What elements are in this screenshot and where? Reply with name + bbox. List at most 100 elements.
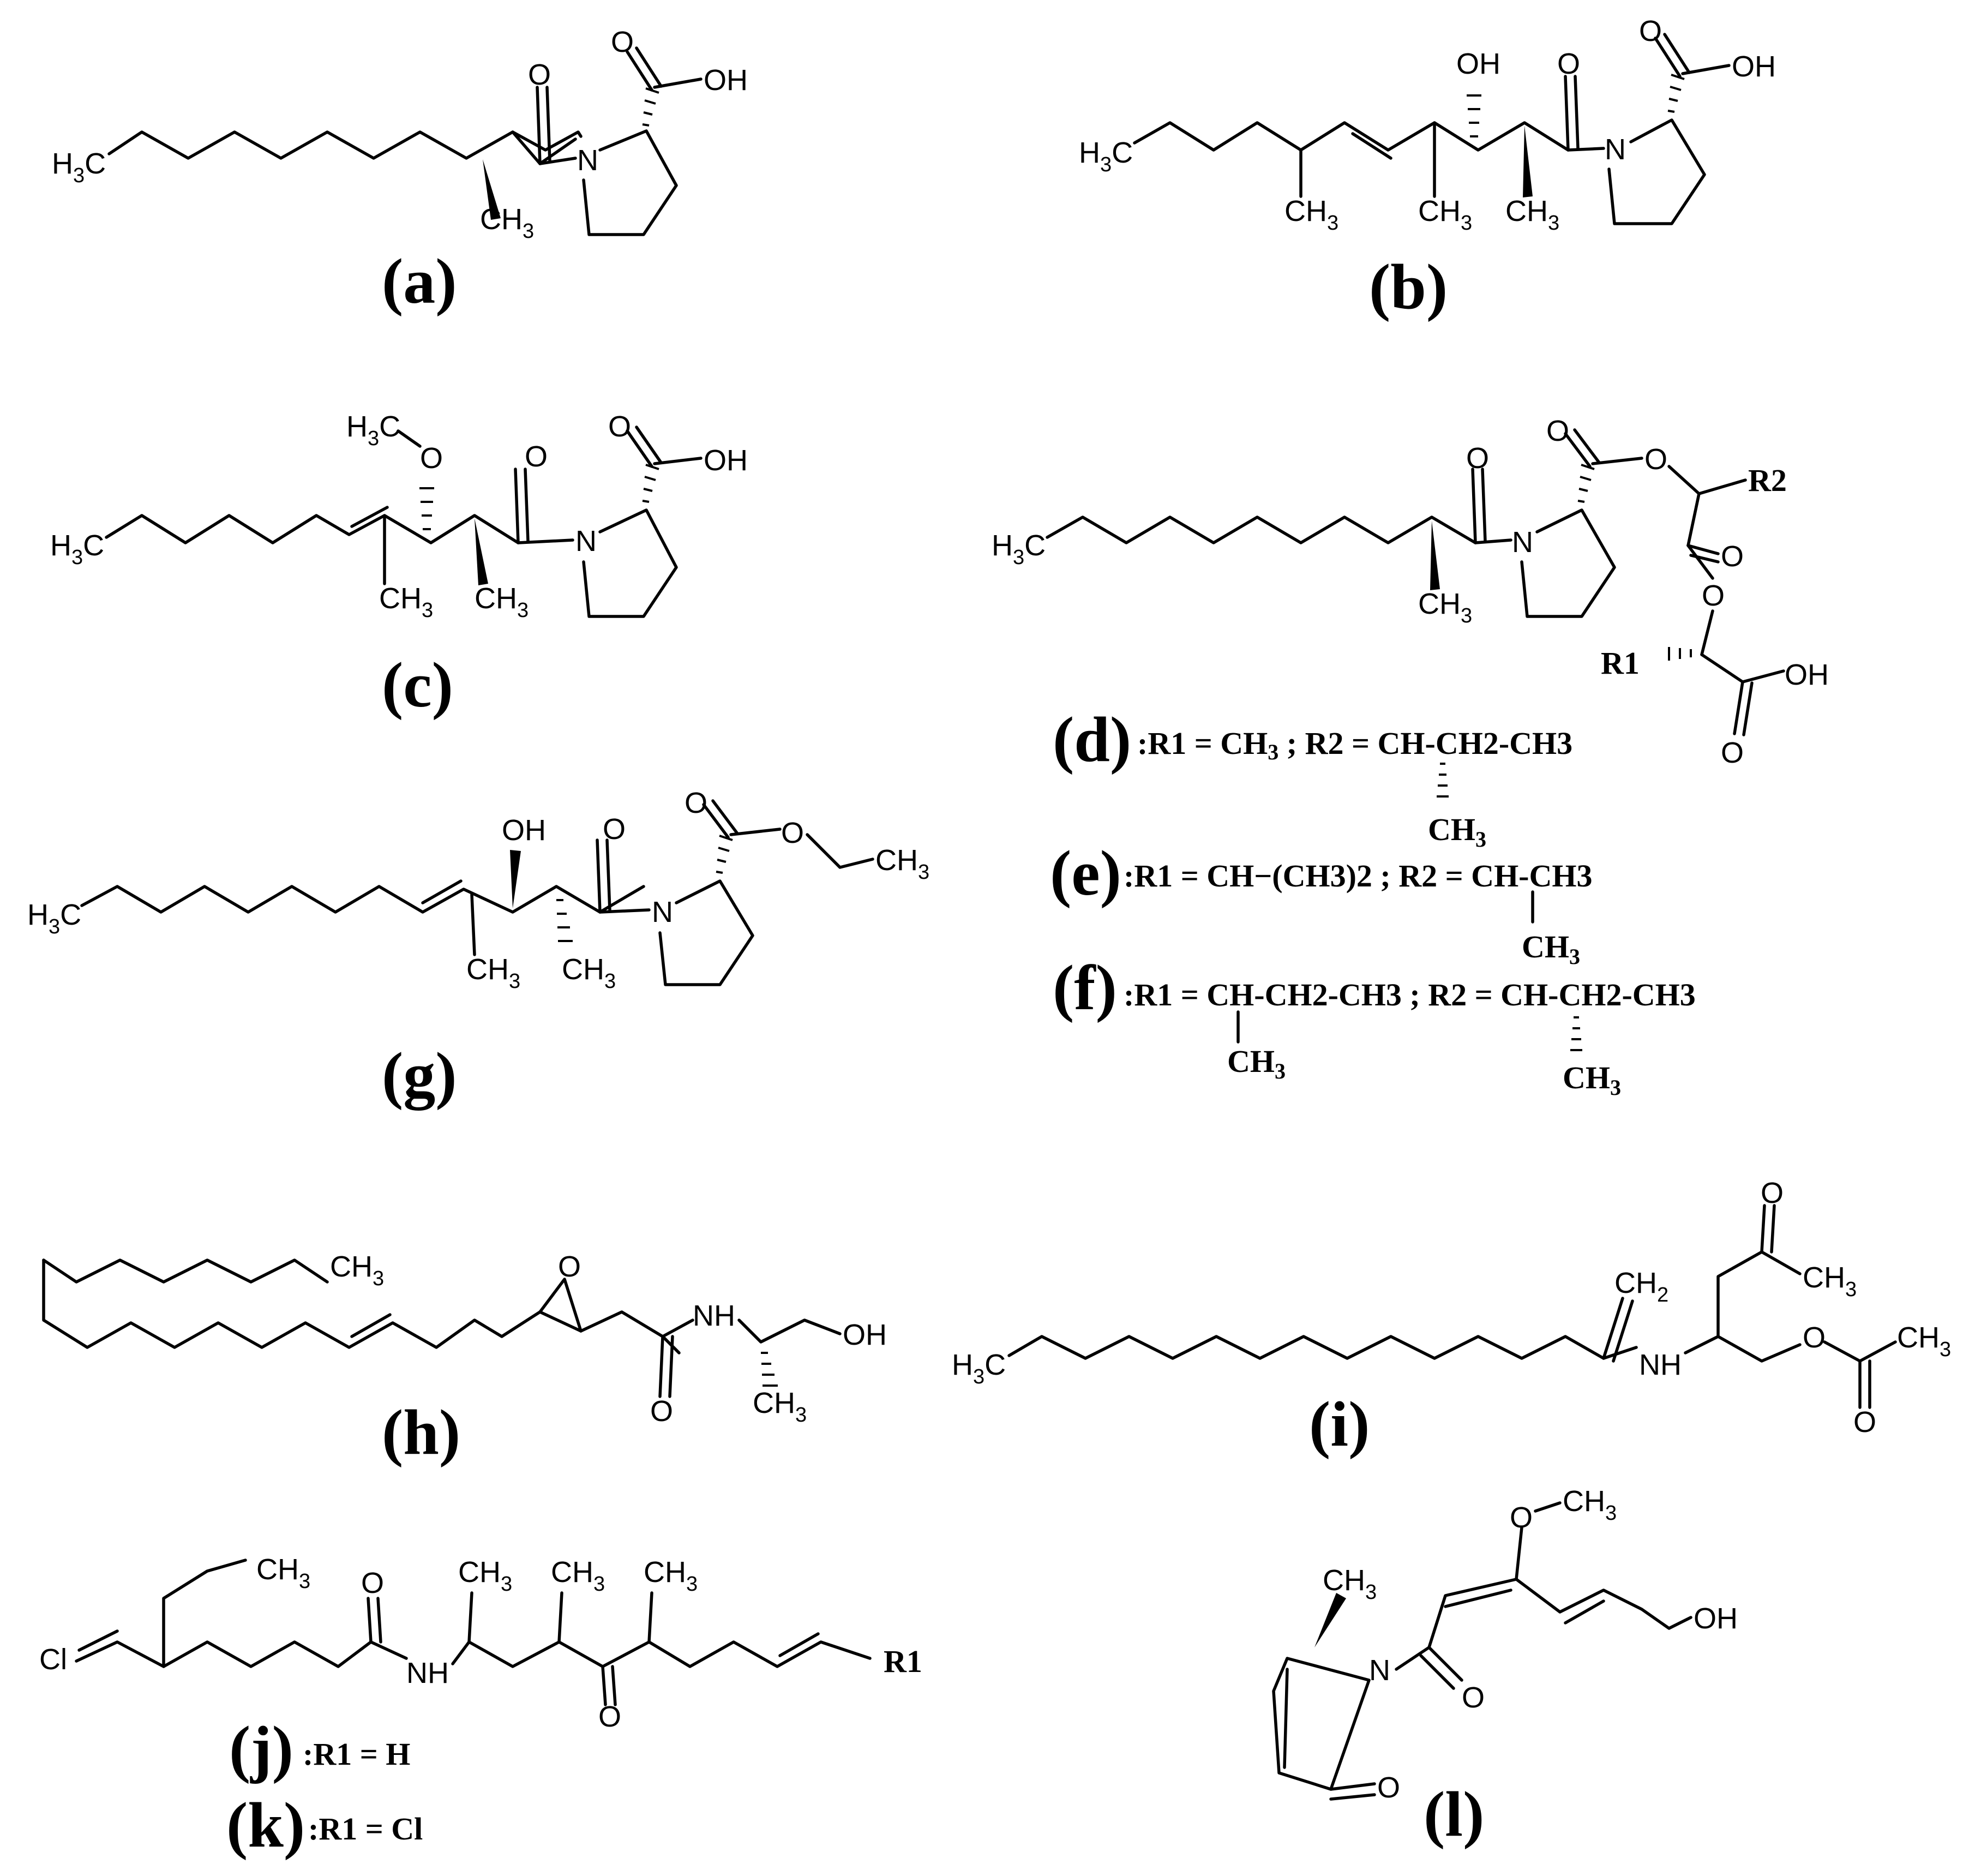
bond <box>806 833 874 869</box>
atom-label: O <box>528 58 551 91</box>
atom-label: CH3 <box>1897 1321 1951 1361</box>
atom-label: O <box>361 1567 384 1599</box>
atom-label: O <box>611 26 634 58</box>
atom-label: O <box>1557 47 1580 80</box>
atom-label: CH3 <box>875 844 929 884</box>
bond <box>635 46 663 88</box>
bond <box>729 828 782 836</box>
substituent-methyl: CH3 <box>1522 929 1580 969</box>
bond <box>369 1640 408 1660</box>
bond <box>1654 37 1682 78</box>
bond <box>545 86 551 163</box>
bond-hash <box>556 899 573 942</box>
atom-label: O <box>1721 736 1744 769</box>
bond <box>75 1640 373 1668</box>
ring-bond <box>1520 508 1616 618</box>
substituent-def: :R1 = CH3 ; R2 = CH-CH2-CH3 <box>1137 726 1572 764</box>
atom-label: H3C <box>346 410 400 450</box>
bond <box>611 1665 617 1706</box>
bond <box>1481 467 1487 543</box>
bond-double <box>421 879 463 904</box>
substituent-def: :R1 = CH−(CH3)2 ; R2 = CH-CH3 <box>1124 858 1593 894</box>
atom-label: Cl <box>39 1643 67 1676</box>
structure-jk: Cl CH3 O NH CH3 CH3 O CH3 R1 (j) :R1 = H… <box>39 1553 922 1861</box>
substituent-methyl: CH3 <box>1563 1060 1621 1100</box>
atom-label: O <box>1644 443 1667 476</box>
atom-label: CH3 <box>1563 1485 1617 1525</box>
bond <box>626 50 653 92</box>
bond <box>1663 33 1691 74</box>
atom-label: OH <box>704 64 748 97</box>
atom-label: H3C <box>952 1348 1006 1388</box>
atom-label: O <box>608 410 631 443</box>
r2-label: R2 <box>1748 463 1787 498</box>
atom-label: N <box>575 525 597 558</box>
atom-label: CH3 <box>330 1250 384 1290</box>
ring-bond <box>1607 118 1706 225</box>
atom-label: OH <box>1694 1602 1738 1635</box>
bond-hash <box>1667 74 1685 113</box>
atom-label: O <box>603 813 626 846</box>
bond <box>1573 428 1601 464</box>
atom-label: O <box>1853 1406 1876 1439</box>
bond <box>1427 1578 1518 1649</box>
bond <box>1770 1204 1776 1254</box>
bond <box>524 467 530 543</box>
atom-label: O <box>525 440 548 473</box>
bond-double <box>1351 132 1392 160</box>
structure-label: (e) <box>1050 837 1121 909</box>
ring-bond <box>1272 1657 1371 1791</box>
bond <box>596 838 602 914</box>
bond-hash <box>642 464 659 503</box>
atom-label: NH <box>693 1299 735 1332</box>
atom-label: O <box>598 1700 621 1733</box>
atom-label: CH3 <box>1505 195 1559 235</box>
bond <box>598 908 651 914</box>
structure-f: (f) :R1 = CH-CH2-CH3 ; R2 = CH-CH2-CH3 C… <box>1053 952 1696 1100</box>
bond <box>470 893 476 956</box>
bond <box>1566 147 1605 152</box>
bond <box>376 1597 382 1644</box>
structure-i: H3C CH2 NH O CH3 O O CH3 (i) <box>952 1177 1951 1460</box>
bond-double <box>1564 1599 1605 1625</box>
structure-a: H3C O CH3 N O OH (a) <box>52 26 748 317</box>
bond <box>1471 467 1477 544</box>
bond <box>162 1559 247 1668</box>
substituent-def: :R1 = H <box>303 1736 410 1772</box>
structure-label: (d) <box>1053 704 1131 775</box>
bond <box>1667 465 1747 495</box>
structure-label: (j) <box>229 1713 293 1784</box>
bond-wedge <box>1314 1593 1346 1647</box>
structure-label: (f) <box>1053 952 1117 1023</box>
bond <box>1741 669 1785 684</box>
bond <box>107 130 583 160</box>
atom-label: CH2 <box>1614 1267 1668 1306</box>
structure-e: (e) :R1 = CH−(CH3)2 ; R2 = CH-CH3 CH3 <box>1050 837 1593 969</box>
atom-label: H3C <box>992 529 1046 569</box>
atom-label: N <box>577 144 598 177</box>
bond <box>1427 1646 1463 1682</box>
atom-label: CH3 <box>458 1556 512 1596</box>
bond <box>42 1258 329 1284</box>
bond <box>1564 432 1592 468</box>
bond <box>397 429 422 448</box>
atom-label: O <box>1721 540 1744 573</box>
atom-label: N <box>1512 526 1533 559</box>
structure-label: (i) <box>1309 1388 1370 1460</box>
atom-label: H3C <box>27 898 81 938</box>
bond <box>1742 681 1754 736</box>
atom-label: O <box>781 817 804 849</box>
bond <box>1564 75 1570 152</box>
bond <box>517 538 574 544</box>
bond <box>653 77 703 89</box>
bond <box>1684 1250 1802 1354</box>
atom-label: CH3 <box>1284 195 1338 235</box>
bond <box>105 514 520 544</box>
bond-hash <box>1668 647 1692 661</box>
atom-label: O <box>1702 579 1725 612</box>
bond <box>1133 121 1570 152</box>
bond <box>467 1591 473 1644</box>
atom-label: CH3 <box>1323 1564 1377 1604</box>
atom-label: CH3 <box>551 1556 605 1596</box>
